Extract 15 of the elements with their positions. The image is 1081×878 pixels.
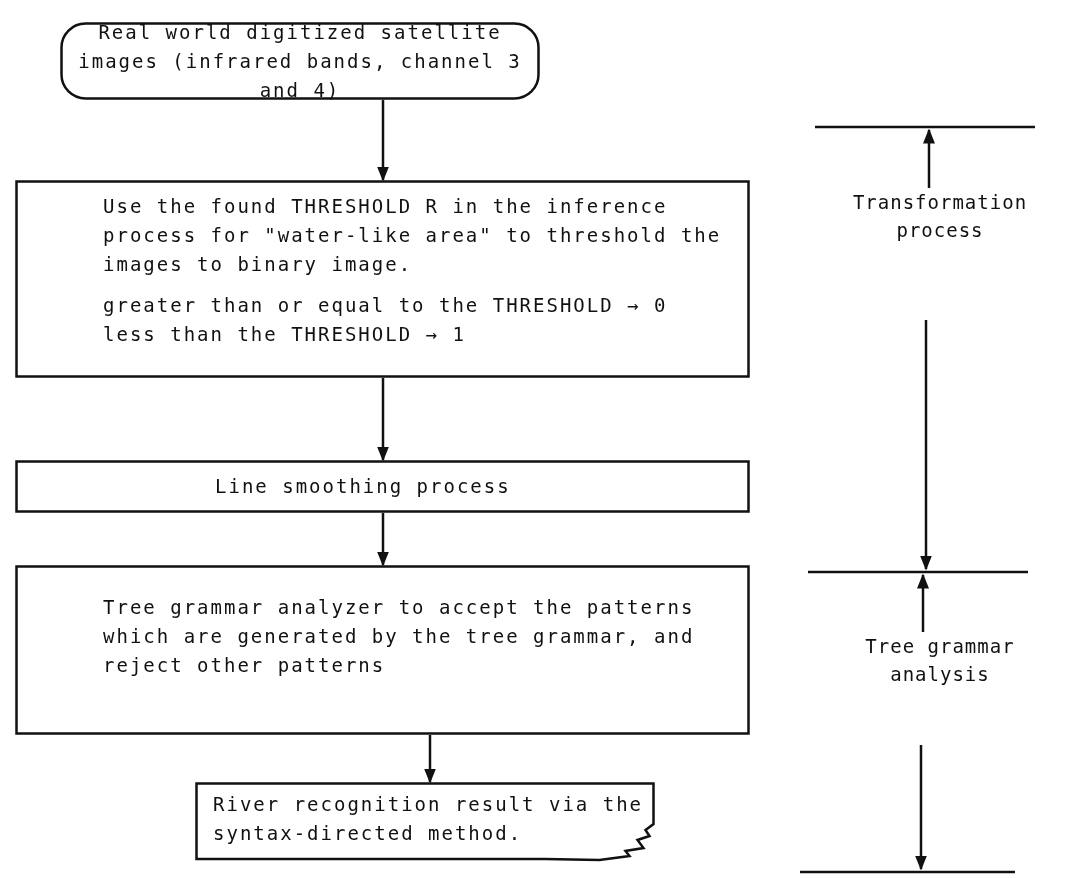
- arrow: [424, 735, 436, 784]
- process-box: [15, 565, 750, 735]
- node-text: River recognition result via the syntax-directed method.: [213, 792, 645, 846]
- node-text: Use the found THRESHOLD R in the inference process for "water-like area" to threshold the images to binary image.: [103, 194, 723, 277]
- node-text: greater than or equal to the THRESHOLD → 0: [103, 293, 669, 318]
- node-text: Line smoothing process: [215, 474, 512, 499]
- node-text: less than the THRESHOLD → 1: [103, 322, 467, 347]
- arrow: [377, 378, 389, 462]
- node-text: Tree grammar analyzer to accept the patterns which are generated by the tree grammar, and reject other patterns: [103, 595, 696, 678]
- process-box: [15, 460, 750, 513]
- node-text: Real world digitized satellite images (infrared bands, channel 3 and 4): [77, 19, 523, 103]
- arrow: [377, 100, 389, 182]
- process-box: [15, 180, 750, 378]
- document-shape: [195, 782, 655, 862]
- arrow: [377, 513, 389, 567]
